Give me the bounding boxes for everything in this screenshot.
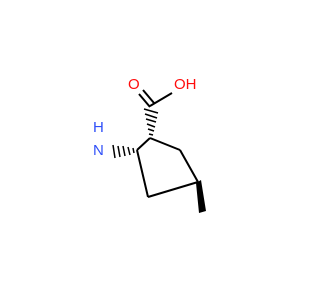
hashed-wedge-carboxyl bbox=[143, 108, 159, 136]
hashed-wedge-amino bbox=[112, 144, 135, 159]
ring-bond-c1-c2 bbox=[149, 137, 181, 151]
amino-nitrogen-label: N bbox=[93, 142, 104, 159]
structure-diagram: O OH H N bbox=[93, 76, 206, 213]
ring-bond-c5-c1 bbox=[136, 137, 151, 151]
hydroxyl-label: OH bbox=[174, 76, 197, 93]
ring-bond-c3-c4 bbox=[147, 181, 199, 198]
amino-hydrogen-label: H bbox=[93, 119, 104, 136]
carboxyl-oh-bond bbox=[149, 92, 173, 107]
ring-bond-c4-c5 bbox=[136, 149, 149, 198]
carbonyl-double-bond-b bbox=[142, 89, 155, 104]
ring-bond-c2-c3 bbox=[179, 149, 199, 183]
carbonyl-double-bond-a bbox=[138, 93, 151, 108]
carbonyl-oxygen-label: O bbox=[128, 76, 140, 93]
solid-wedge-methyl bbox=[196, 180, 206, 213]
